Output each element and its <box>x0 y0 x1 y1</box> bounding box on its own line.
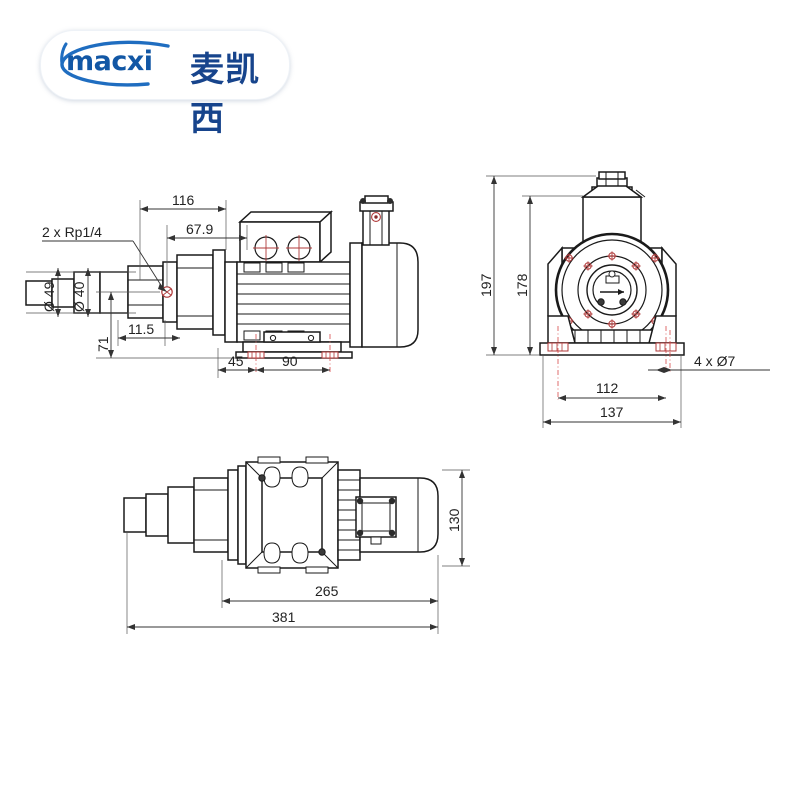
dim-137-label: 137 <box>600 404 624 420</box>
side-base-plate <box>235 331 353 372</box>
dim-d40-label: Ø 40 <box>71 281 87 312</box>
side-valve-block <box>238 210 333 264</box>
front-base-feet <box>539 315 685 400</box>
side-riser-bolt <box>371 212 381 222</box>
dim-4xd7-label: 4 x Ø7 <box>694 353 735 369</box>
front-motor-circles <box>554 232 670 348</box>
top-view: 130 265 381 <box>123 456 470 634</box>
dim-45-label: 45 <box>228 353 244 369</box>
dim-116-label: 116 <box>172 192 195 208</box>
dim-rp14-leader: 2 x Rp1/4 <box>42 224 167 292</box>
dim-130-label: 130 <box>446 508 462 532</box>
dim-71-label: 71 <box>95 336 111 352</box>
dim-d49-label: Ø 49 <box>41 281 57 312</box>
dim-11-5-label: 11.5 <box>128 321 154 337</box>
side-view-dimensions: 116 67.9 2 x Rp1/4 Ø 49 <box>26 192 330 378</box>
front-view-dimensions: 197 178 112 137 4 x Ø7 <box>478 175 770 428</box>
top-pump-body <box>245 456 339 574</box>
logo-latin-text: macxi <box>66 46 153 77</box>
side-motor-rear <box>349 242 419 348</box>
dim-197-label: 197 <box>478 273 494 297</box>
dim-265-label: 265 <box>315 583 339 599</box>
side-port-circle-1 <box>253 235 279 261</box>
dim-90-label: 90 <box>282 353 298 369</box>
dim-112-label: 112 <box>596 380 619 396</box>
front-shaft-hub <box>597 270 627 306</box>
top-view-dimensions: 130 265 381 <box>126 469 470 634</box>
front-view: 197 178 112 137 4 x Ø7 <box>478 171 770 428</box>
side-riser-tower <box>359 195 394 246</box>
top-inlet-nozzle <box>123 477 229 553</box>
side-motor-body <box>224 261 351 343</box>
top-terminal-box <box>355 496 397 545</box>
dim-178-label: 178 <box>514 273 530 297</box>
side-pump-housing <box>161 249 226 336</box>
front-mount-hole-left <box>547 342 569 352</box>
dim-381-label: 381 <box>272 609 296 625</box>
logo-chinese-text: 麦凯西 <box>190 50 260 139</box>
dim-67-9-label: 67.9 <box>186 221 213 237</box>
dim-rp14-label: 2 x Rp1/4 <box>42 224 102 240</box>
brand-logo: macxi 麦凯西 <box>40 30 290 139</box>
top-body-collar <box>227 465 247 565</box>
side-view: 116 67.9 2 x Rp1/4 Ø 49 <box>25 192 419 378</box>
side-port-circle-2 <box>286 235 312 261</box>
logo-pill-background <box>40 30 290 100</box>
logo-swoosh-icon <box>60 40 170 87</box>
